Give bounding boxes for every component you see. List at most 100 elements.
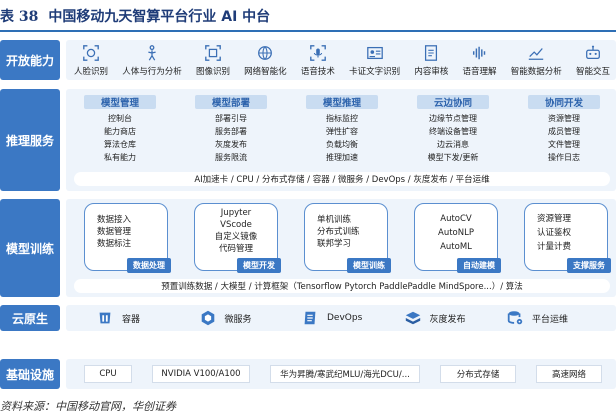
training-item: 数据接入 bbox=[97, 215, 132, 225]
layer-inference: 推理服务 模型管理 控制台 能力商店 算法仓库 私有能力 模型部署 部署引导 服… bbox=[0, 89, 616, 191]
layer-label-training: 模型训练 bbox=[0, 199, 60, 297]
infra-item: 高速网络 bbox=[536, 365, 602, 383]
inference-item: 私有能力 bbox=[104, 153, 136, 162]
cloud-native-label: 微服务 bbox=[224, 314, 252, 325]
training-item: 数据标注 bbox=[97, 239, 132, 249]
training-card-tag: 自动建模 bbox=[457, 258, 501, 273]
inference-item: 服务部署 bbox=[215, 127, 247, 136]
layer-label-infra: 基础设施 bbox=[0, 359, 60, 389]
training-item: AutoCV bbox=[440, 214, 472, 224]
inference-item: 算法仓库 bbox=[104, 140, 136, 149]
training-card: AutoCV AutoNLP AutoML 自动建模 bbox=[414, 203, 501, 273]
inference-column-title: 模型部署 bbox=[195, 95, 267, 109]
layer-capability: 开放能力 人脸识别 人体与行为分析 图像识别 网络智能化 语音技术 卡证文字识别 bbox=[0, 40, 616, 80]
training-item: 资源管理 bbox=[537, 214, 572, 224]
capability-item: 网络智能化 bbox=[244, 44, 287, 77]
inference-item: 负载均衡 bbox=[326, 140, 358, 149]
training-card-tag: 数据处理 bbox=[127, 258, 171, 273]
capability-label: 智能交互 bbox=[575, 66, 610, 77]
capability-item: 智能数据分析 bbox=[511, 44, 562, 77]
layer-label-capability: 开放能力 bbox=[0, 40, 60, 80]
training-item: 数据管理 bbox=[97, 227, 132, 237]
inference-column-title: 协同开发 bbox=[528, 95, 600, 109]
layer-bg-cloud-native bbox=[66, 305, 616, 331]
cloud-native-list: 容器 微服务 DevOps 灰度发布 平台运维 bbox=[96, 305, 606, 331]
training-item: Jupyter bbox=[220, 208, 252, 218]
capability-label: 内容审核 bbox=[414, 66, 449, 77]
image-recognition-icon bbox=[205, 44, 221, 61]
inference-item: 弹性扩容 bbox=[326, 127, 358, 136]
face-recognition-icon bbox=[83, 44, 99, 61]
inference-item: 操作日志 bbox=[548, 153, 580, 162]
inference-item: 成员管理 bbox=[548, 127, 580, 136]
inference-item: 文件管理 bbox=[548, 140, 580, 149]
inference-item: 能力商店 bbox=[104, 127, 136, 136]
training-item: VScode bbox=[220, 220, 252, 230]
inference-item: 边缘节点管理 bbox=[429, 114, 477, 123]
inference-item: 服务限流 bbox=[215, 153, 247, 162]
inference-item: 终端设备管理 bbox=[429, 127, 477, 136]
inference-column-title: 云边协同 bbox=[417, 95, 489, 109]
inference-column: 协同开发 资源管理 成员管理 文件管理 操作日志 bbox=[528, 95, 600, 175]
inference-item: 资源管理 bbox=[548, 114, 580, 123]
training-item: AutoML bbox=[440, 242, 472, 252]
sound-wave-icon bbox=[472, 46, 485, 59]
inference-column: 模型管理 控制台 能力商店 算法仓库 私有能力 bbox=[84, 95, 156, 175]
training-cards: 数据接入 数据管理 数据标注 数据处理 Jupyter VScode 自定义镜像… bbox=[84, 203, 611, 273]
devops-icon bbox=[304, 311, 316, 325]
inference-resource-strip: AI加速卡 / CPU / 分布式存储 / 容器 / 微服务 / DevOps … bbox=[74, 172, 610, 186]
cloud-native-item: 灰度发布 bbox=[404, 309, 504, 327]
cloud-native-item: 平台运维 bbox=[506, 309, 606, 327]
cloud-native-item: 容器 bbox=[96, 309, 196, 327]
figure-title-text: 中国移动九天智算平台行业 AI 中台 bbox=[48, 9, 271, 25]
capability-item: 卡证文字识别 bbox=[349, 44, 400, 77]
training-item: 代码管理 bbox=[218, 244, 253, 254]
capability-item: 语音技术 bbox=[301, 44, 335, 77]
inference-item: 控制台 bbox=[108, 114, 132, 123]
training-resource-strip: 预置训练数据 / 大模型 / 计算框架（Tensorflow Pytorch P… bbox=[74, 279, 610, 293]
training-item: 分布式训练 bbox=[317, 227, 360, 237]
cloud-native-label: 灰度发布 bbox=[429, 314, 466, 325]
capability-item: 语音理解 bbox=[463, 44, 497, 77]
layer-cloud-native: 云原生 容器 微服务 DevOps 灰度发布 平台运维 bbox=[0, 305, 616, 331]
capability-label: 人体与行为分析 bbox=[122, 66, 182, 77]
container-icon bbox=[99, 312, 111, 324]
inference-item: 部署引导 bbox=[215, 114, 247, 123]
body-behavior-icon bbox=[148, 44, 156, 61]
infra-item: 华为昇腾/寒武纪MLU/海光DCU/... bbox=[270, 365, 420, 383]
capability-label: 人脸识别 bbox=[74, 66, 109, 77]
capability-item: 内容审核 bbox=[414, 44, 448, 77]
inference-column-title: 模型管理 bbox=[84, 95, 156, 109]
training-card: 数据接入 数据管理 数据标注 数据处理 bbox=[84, 203, 171, 273]
inference-column-title: 模型推理 bbox=[306, 95, 378, 109]
inference-item: 推理加速 bbox=[326, 153, 358, 162]
training-item: AutoNLP bbox=[438, 228, 474, 238]
network-icon bbox=[258, 45, 273, 60]
layer-label-cloud-native: 云原生 bbox=[0, 305, 60, 331]
release-icon bbox=[405, 311, 420, 325]
cloud-native-label: DevOps bbox=[327, 313, 363, 323]
cloud-native-label: 平台运维 bbox=[532, 314, 569, 325]
robot-icon bbox=[586, 45, 600, 59]
chart-icon bbox=[529, 47, 544, 60]
id-card-icon bbox=[366, 46, 383, 59]
capability-label: 图像识别 bbox=[195, 66, 230, 77]
training-card: Jupyter VScode 自定义镜像 代码管理 模型开发 bbox=[194, 203, 281, 273]
inference-column: 模型推理 指标监控 弹性扩容 负载均衡 推理加速 bbox=[306, 95, 378, 175]
training-item: 联邦学习 bbox=[317, 239, 352, 249]
capability-label: 卡证文字识别 bbox=[349, 66, 401, 77]
infra-item: NVIDIA V100/A100 bbox=[152, 365, 250, 383]
training-card-tag: 模型开发 bbox=[237, 258, 281, 273]
inference-item: 指标监控 bbox=[326, 114, 358, 123]
layer-infra: 基础设施 CPU NVIDIA V100/A100 华为昇腾/寒武纪MLU/海光… bbox=[0, 359, 616, 389]
inference-item: 模型下发/更新 bbox=[427, 153, 479, 162]
capability-item: 人脸识别 bbox=[74, 44, 108, 77]
layer-label-inference: 推理服务 bbox=[0, 89, 60, 191]
document-icon bbox=[425, 44, 438, 61]
infra-item: 分布式存储 bbox=[440, 365, 516, 383]
inference-item: 灰度发布 bbox=[215, 140, 247, 149]
training-item: 自定义镜像 bbox=[214, 232, 258, 242]
training-item: 认证鉴权 bbox=[537, 228, 572, 238]
training-card: 单机训练 分布式训练 联邦学习 模型训练 bbox=[304, 203, 391, 273]
